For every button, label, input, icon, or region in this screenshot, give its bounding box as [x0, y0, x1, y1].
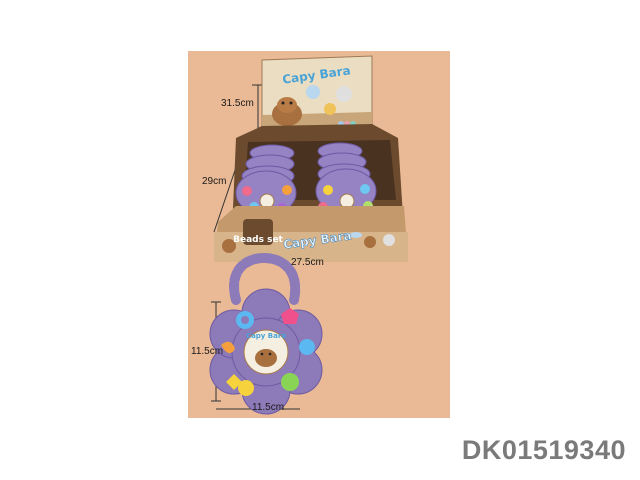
bag-height-label: 11.5cm [191, 346, 224, 357]
bag-width-label: 11.5cm [252, 402, 285, 413]
display-height-label: 31.5cm [221, 98, 254, 109]
display-box [214, 55, 408, 262]
box-height-label: 29cm [202, 176, 227, 187]
bag-lid-brand-logo: Capy Bara [246, 332, 286, 340]
front-panel-set-label: Beads set [233, 235, 283, 245]
box-width-label: 27.5cm [291, 257, 324, 268]
bead-bag [209, 252, 323, 415]
product-sku-code: DK01519340 [461, 435, 626, 465]
